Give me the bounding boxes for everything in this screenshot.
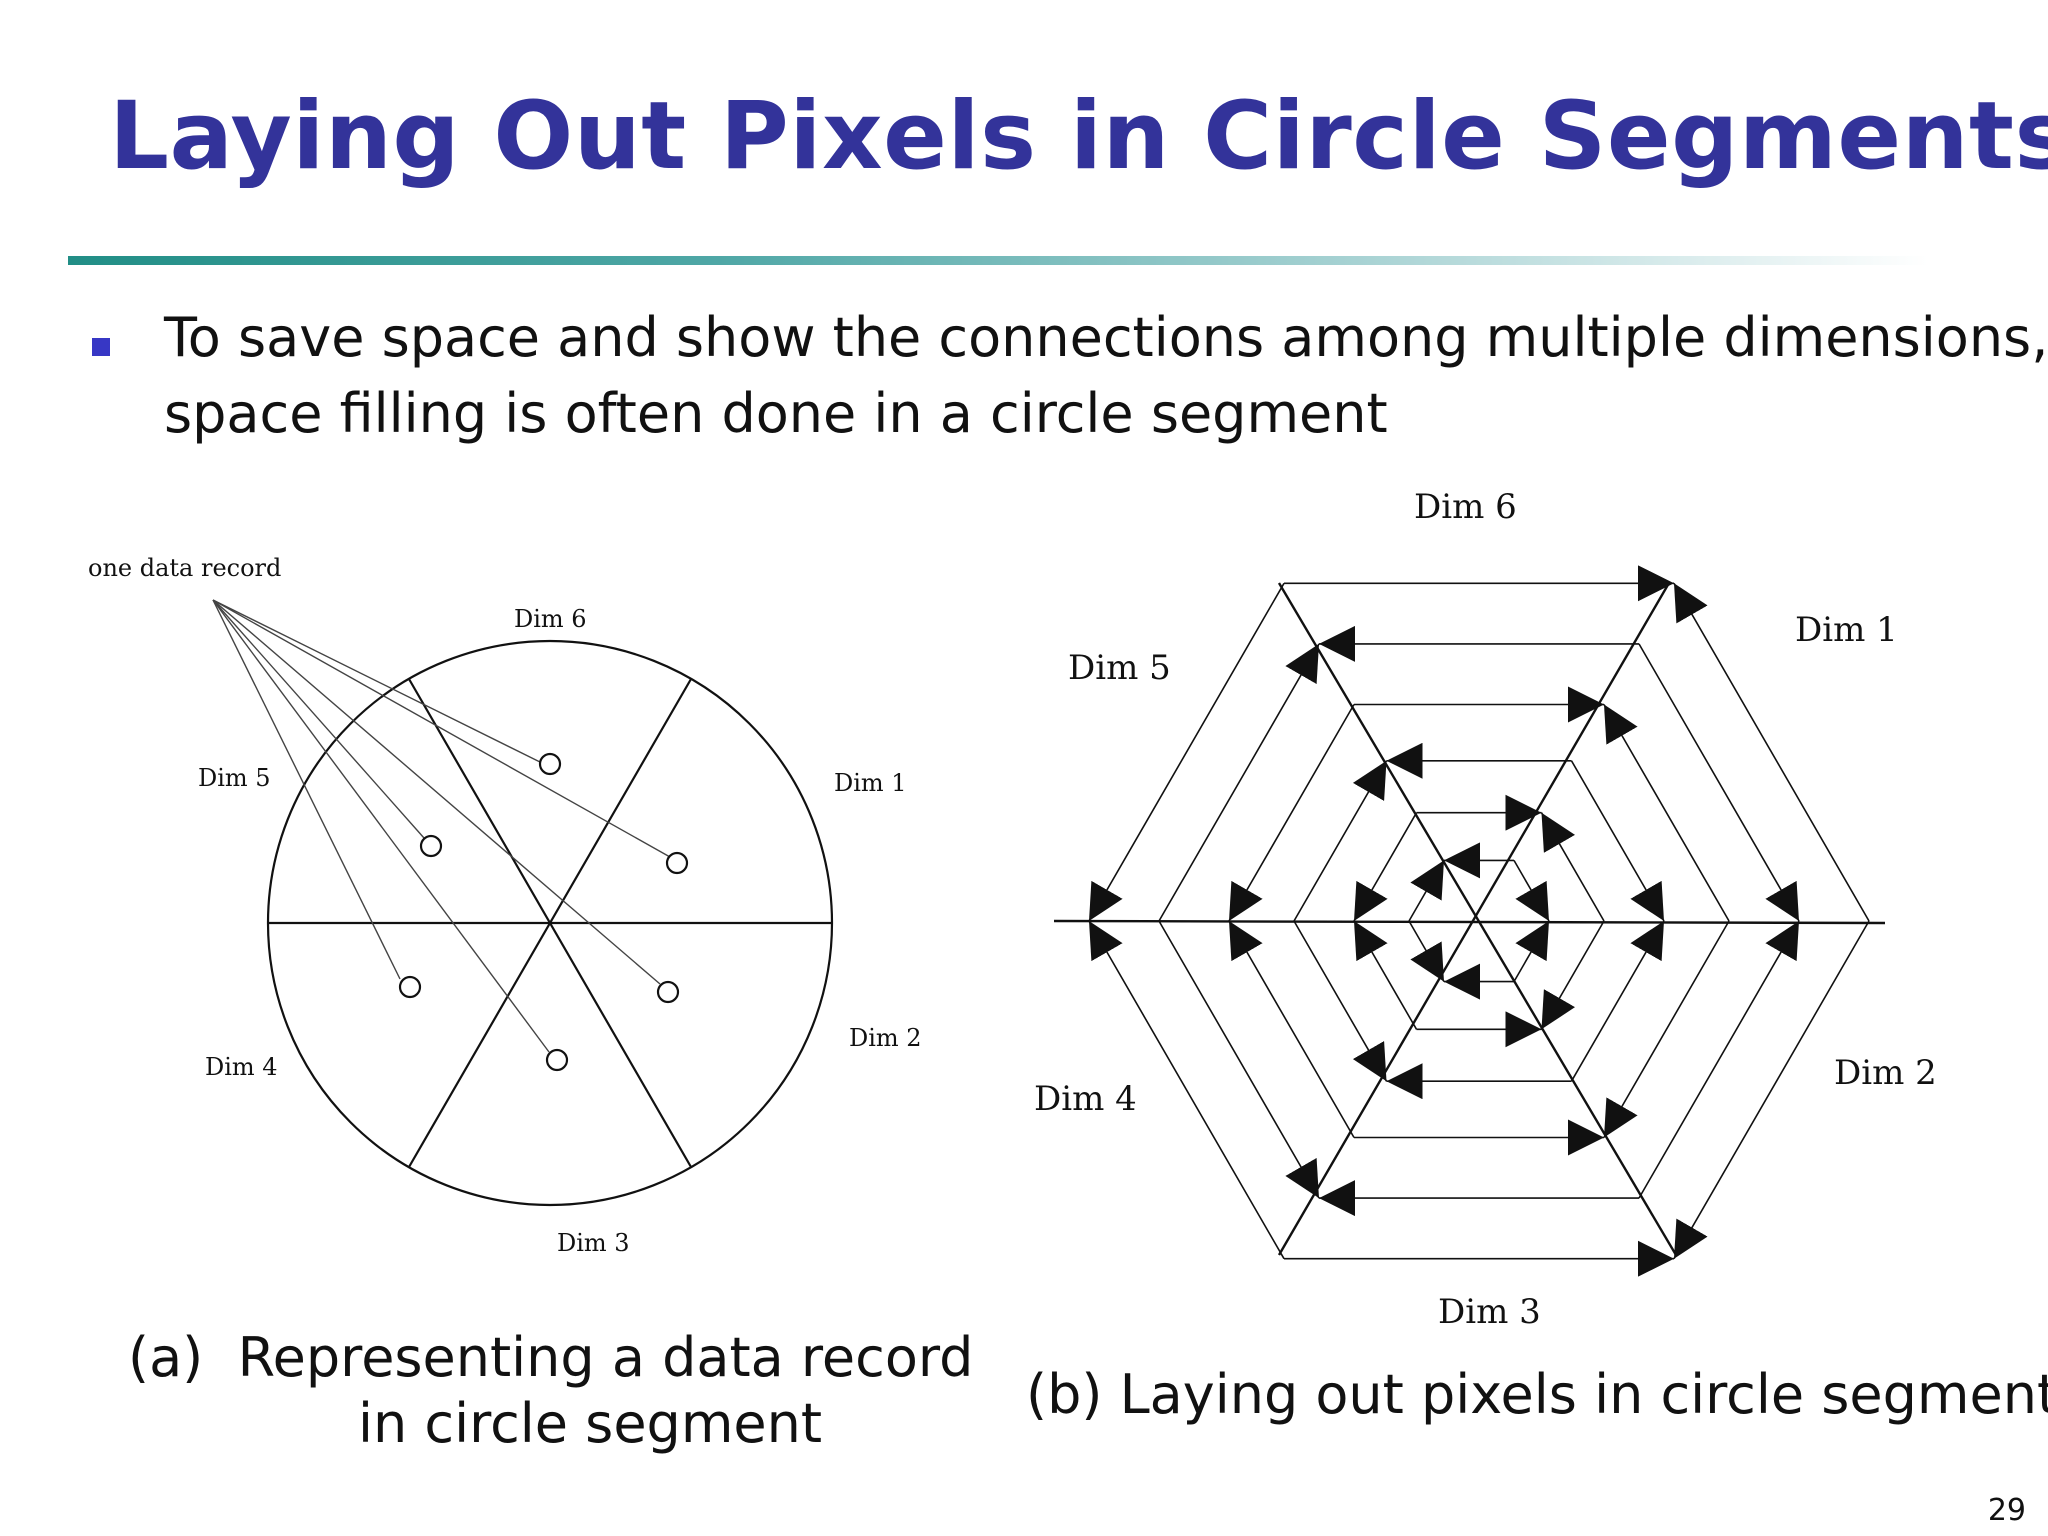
caption-a-text-1: Representing a data record [237, 1326, 974, 1389]
fig-b-dim-6: Dim 6 [1414, 487, 1517, 527]
figure-b-diagram [1053, 582, 1886, 1256]
pixel-path-arrow [1088, 920, 1285, 1260]
pixel-path-arrow [1228, 920, 1355, 1138]
fig-b-dim-5: Dim 5 [1068, 648, 1171, 688]
value-point [419, 834, 443, 858]
bullet-line-2: space filling is often done in a circle … [164, 382, 1388, 445]
caption-b: (b) Laying out pixels in circle segment [1026, 1363, 2048, 1426]
pixel-path-arrow [1088, 582, 1285, 922]
pixel-path-arrow [1570, 760, 1665, 922]
bullet-square-icon [92, 338, 110, 356]
pixel-path-arrow [1408, 920, 1445, 983]
pixel-path-arrow [1353, 920, 1418, 1030]
value-point [656, 980, 680, 1004]
value-point [538, 752, 562, 776]
caption-a-line-1: (a) Representing a data record [128, 1326, 973, 1389]
fig-a-dim-1: Dim 1 [834, 769, 907, 797]
pixel-path-arrow [1408, 859, 1445, 922]
pixel-path-arrow [1603, 704, 1730, 922]
record-value-points [398, 752, 689, 1072]
title-divider [68, 256, 1928, 265]
divider-diagonal-2 [408, 678, 692, 1168]
pixel-path-arrow [1673, 920, 1870, 1260]
record-label: one data record [88, 554, 281, 582]
pixel-path-arrow [1570, 920, 1665, 1082]
fig-a-dim-5: Dim 5 [198, 764, 271, 792]
bullet-point: To save space and show the connections a… [164, 300, 2048, 452]
axis-horizontal [1053, 919, 1886, 925]
fig-b-dim-3: Dim 3 [1438, 1292, 1541, 1332]
fig-b-dim-1: Dim 1 [1795, 610, 1898, 650]
pixel-path-arrow [1603, 920, 1730, 1138]
fig-a-dim-2: Dim 2 [849, 1024, 922, 1052]
pixel-path-arrow [1228, 704, 1355, 922]
pixel-path-arrow [1513, 859, 1550, 922]
fig-a-dim-4: Dim 4 [205, 1053, 278, 1081]
figure-a-diagram [266, 639, 834, 1207]
value-point [398, 975, 422, 999]
fig-b-dim-2: Dim 2 [1834, 1053, 1937, 1093]
value-point [665, 851, 689, 875]
caption-a-line-2: in circle segment [358, 1392, 823, 1455]
fig-b-dim-4: Dim 4 [1034, 1079, 1137, 1119]
caption-a-prefix: (a) [128, 1326, 204, 1389]
fig-a-dim-3: Dim 3 [557, 1229, 630, 1257]
axis-diagonal-2 [1277, 582, 1671, 1256]
pixel-path-arrow [1293, 760, 1388, 922]
slide-title: Laying Out Pixels in Circle Segments [109, 82, 2048, 191]
pixel-path-arrow [1638, 643, 1800, 922]
pixel-path-arrow [1293, 920, 1388, 1082]
pixel-path-arrow [1158, 920, 1320, 1199]
pixel-path-arrow [1540, 920, 1605, 1030]
pixel-path-arrow [1540, 812, 1605, 922]
pixel-layout-paths [1088, 565, 1870, 1277]
bullet-line-1: To save space and show the connections a… [164, 306, 2048, 369]
pixel-path-arrow [1158, 643, 1320, 922]
fig-a-dim-6: Dim 6 [514, 605, 587, 633]
pixel-path-arrow [1673, 582, 1870, 922]
pixel-path-arrow [1638, 920, 1800, 1199]
pixel-path-arrow [1353, 812, 1418, 922]
record-pointer-lines [212, 599, 671, 1053]
page-number: 29 [1987, 1493, 2026, 1528]
axis-diagonal-1 [1277, 582, 1678, 1256]
pixel-path-arrow [1513, 920, 1550, 983]
value-point [545, 1048, 569, 1072]
